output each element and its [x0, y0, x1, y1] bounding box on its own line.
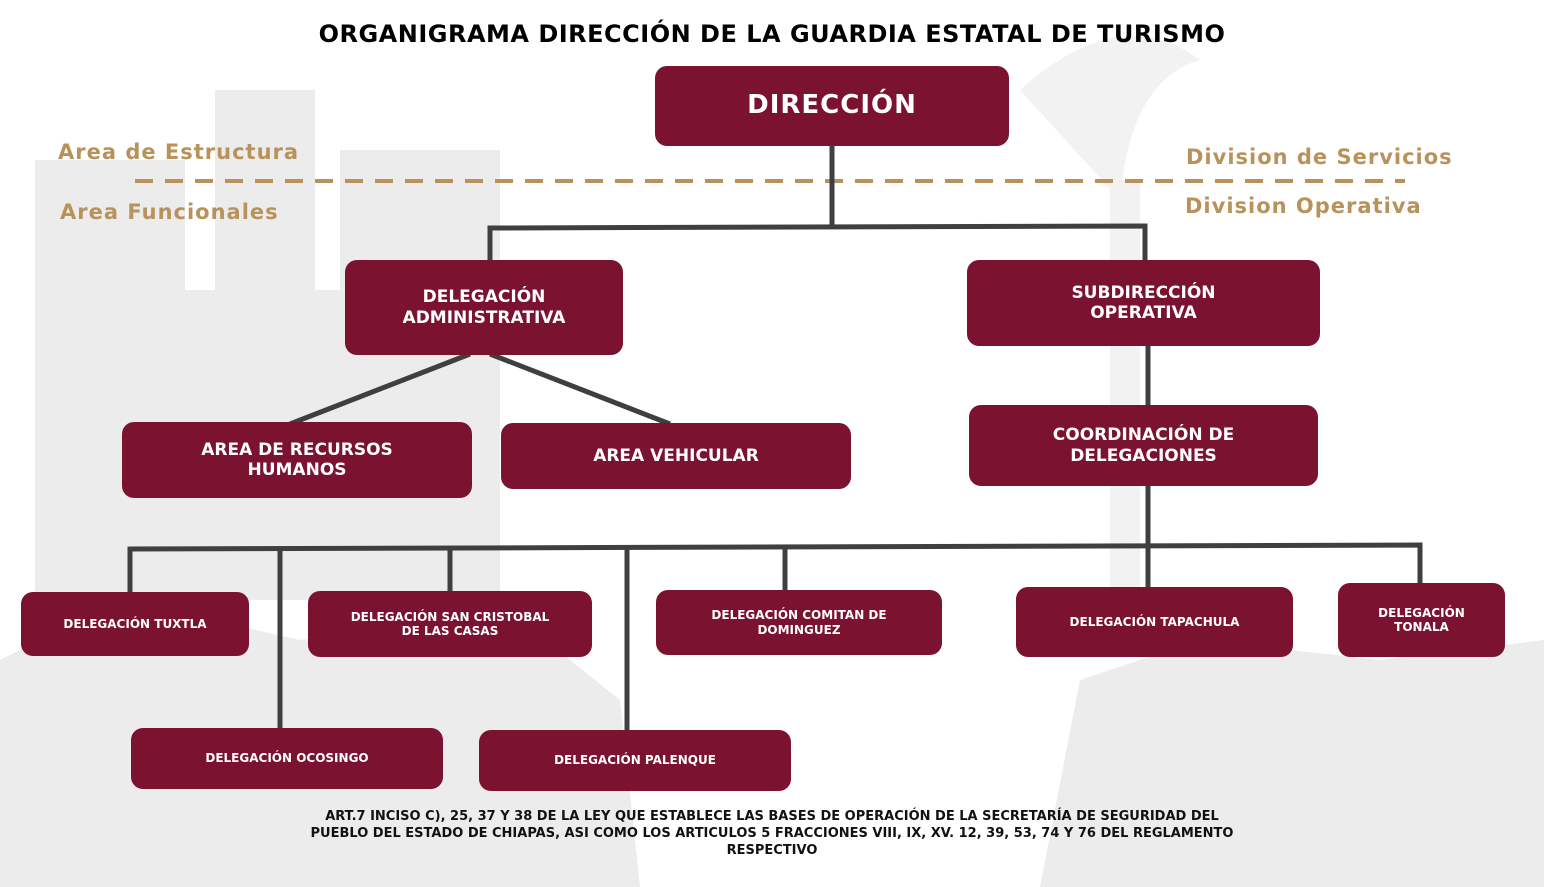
node-delegacion-tonala[interactable]: DELEGACIÓN TONALA	[1338, 583, 1505, 657]
node-delegacion-tapachula[interactable]: DELEGACIÓN TAPACHULA	[1016, 587, 1293, 657]
node-delegacion-ocosingo[interactable]: DELEGACIÓN OCOSINGO	[131, 728, 443, 789]
connector	[289, 351, 471, 427]
connector	[127, 542, 1423, 594]
node-direccion[interactable]: DIRECCIÓN	[655, 66, 1009, 146]
label-area-funcionales: Area Funcionales	[60, 200, 279, 224]
label-division-servicios: Division de Servicios	[1186, 145, 1453, 169]
label-division-operativa: Division Operativa	[1185, 194, 1422, 218]
node-area-vehicular[interactable]: AREA VEHICULAR	[501, 423, 851, 489]
castle-tower-left	[35, 160, 185, 600]
label-area-estructura: Area de Estructura	[58, 140, 300, 164]
castle-tower-top	[215, 90, 315, 290]
rock-right	[1040, 640, 1544, 887]
connector	[489, 351, 671, 427]
node-recursos-humanos[interactable]: AREA DE RECURSOS HUMANOS	[122, 422, 472, 498]
node-delegacion-comitan[interactable]: DELEGACIÓN COMITAN DE DOMINGUEZ	[656, 590, 942, 655]
connector	[487, 223, 1148, 262]
node-delegacion-palenque[interactable]: DELEGACIÓN PALENQUE	[479, 730, 791, 791]
node-subdireccion-operativa[interactable]: SUBDIRECCIÓN OPERATIVA	[967, 260, 1320, 346]
palm-trunk	[1110, 180, 1140, 600]
node-delegacion-san-cristobal[interactable]: DELEGACIÓN SAN CRISTOBAL DE LAS CASAS	[308, 591, 592, 657]
node-delegacion-tuxtla[interactable]: DELEGACIÓN TUXTLA	[21, 592, 249, 656]
legal-footnote: ART.7 INCISO C), 25, 37 Y 38 DE LA LEY Q…	[310, 809, 1234, 858]
node-coordinacion-delegaciones[interactable]: COORDINACIÓN DE DELEGACIONES	[969, 405, 1318, 486]
palm-tree	[1020, 35, 1200, 200]
node-delegacion-administrativa[interactable]: DELEGACIÓN ADMINISTRATIVA	[345, 260, 623, 355]
page-title: ORGANIGRAMA DIRECCIÓN DE LA GUARDIA ESTA…	[318, 20, 1226, 48]
